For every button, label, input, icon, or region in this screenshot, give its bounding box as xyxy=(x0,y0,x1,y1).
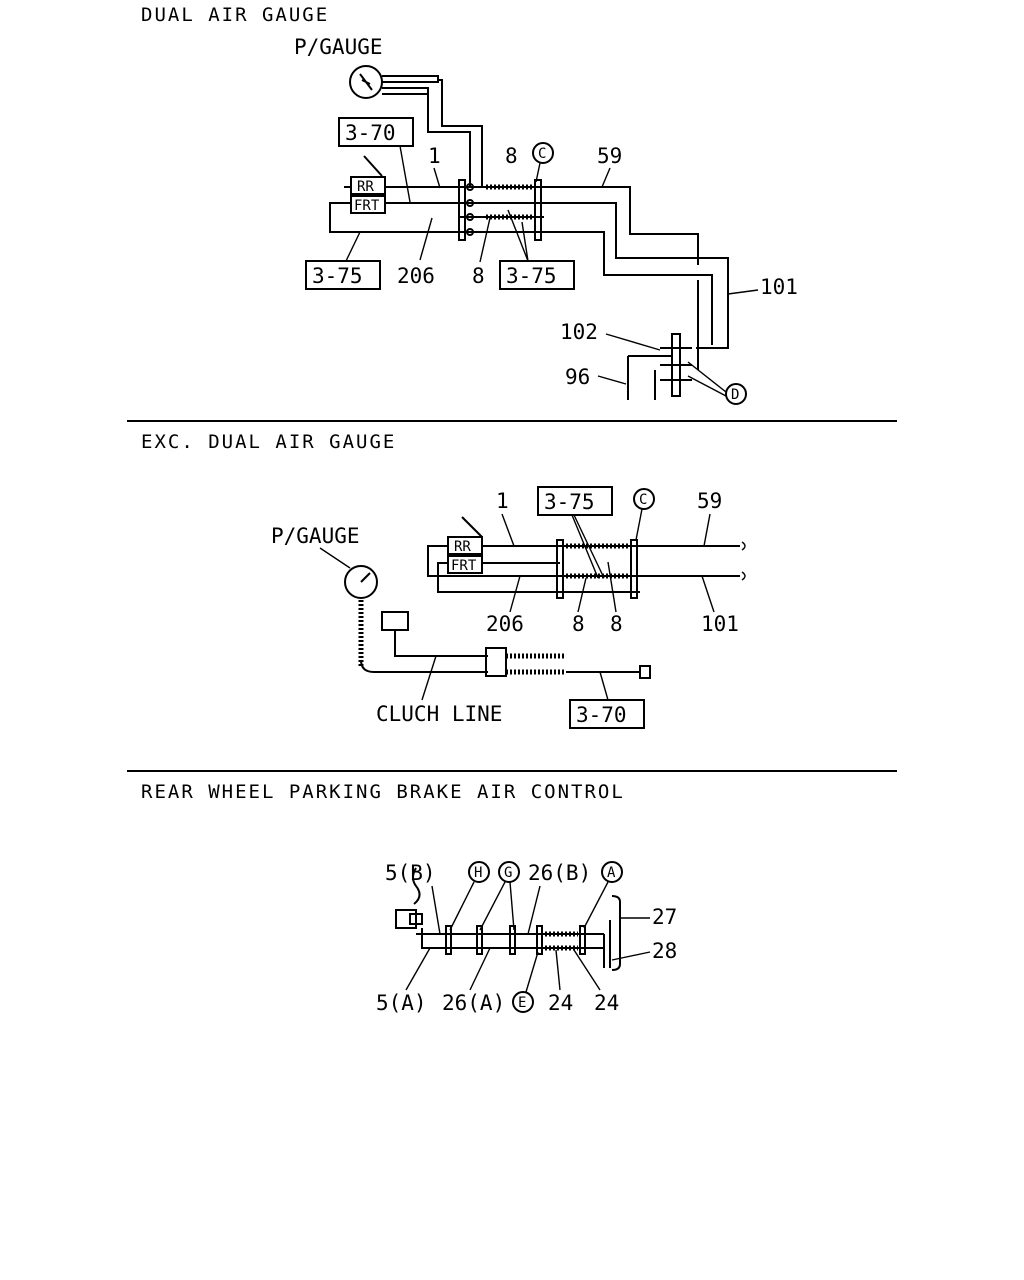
valve-rr xyxy=(350,176,386,195)
gauge-label: P/GAUGE xyxy=(271,524,360,548)
svg-text:3-70: 3-70 xyxy=(576,703,627,727)
svg-text:59: 59 xyxy=(597,144,622,168)
svg-text:E: E xyxy=(518,995,526,1011)
section-exc-dual-air-gauge: EXC. DUAL AIR GAUGE P/GAUGE RR FRT 1 3-7… xyxy=(141,431,746,729)
svg-text:5(A): 5(A) xyxy=(376,991,427,1015)
valve-frt xyxy=(447,555,483,574)
svg-text:8: 8 xyxy=(610,612,623,636)
ref-box-3-70 xyxy=(569,699,645,729)
svg-text:24: 24 xyxy=(594,991,619,1015)
svg-text:8: 8 xyxy=(505,144,518,168)
control-valve xyxy=(395,909,417,929)
ref-box-3-75 xyxy=(537,486,613,516)
svg-text:101: 101 xyxy=(760,275,798,299)
svg-text:3-75: 3-75 xyxy=(506,264,557,288)
clutch-line-label: CLUCH LINE xyxy=(376,702,502,726)
svg-text:26(A): 26(A) xyxy=(442,991,505,1015)
valve-frt xyxy=(350,195,386,214)
svg-text:FRT: FRT xyxy=(451,558,477,574)
svg-text:1: 1 xyxy=(496,489,509,513)
gauge-label: P/GAUGE xyxy=(294,35,383,59)
callout-circle-d xyxy=(725,383,747,405)
svg-text:59: 59 xyxy=(697,489,722,513)
svg-text:206: 206 xyxy=(486,612,524,636)
svg-text:26(B): 26(B) xyxy=(528,861,591,885)
ref-box-3-70 xyxy=(338,117,414,147)
callout-circle-h xyxy=(468,861,490,883)
svg-text:28: 28 xyxy=(652,939,677,963)
section-title: DUAL AIR GAUGE xyxy=(141,4,329,26)
callout-circle-a xyxy=(601,861,623,883)
svg-text:1: 1 xyxy=(428,144,441,168)
svg-text:27: 27 xyxy=(652,905,677,929)
svg-text:102: 102 xyxy=(560,320,598,344)
ref-box-3-75-right xyxy=(499,260,575,290)
svg-text:8: 8 xyxy=(572,612,585,636)
section-title: REAR WHEEL PARKING BRAKE AIR CONTROL xyxy=(141,781,625,803)
callout-circle-c xyxy=(633,488,655,510)
section-title: EXC. DUAL AIR GAUGE xyxy=(141,431,396,453)
svg-text:G: G xyxy=(504,865,512,881)
section-dual-air-gauge: DUAL AIR GAUGE P/GAUGE 3-70 RR FRT xyxy=(141,4,798,405)
svg-text:RR: RR xyxy=(454,539,471,555)
pressure-gauge-icon xyxy=(344,565,378,599)
svg-text:FRT: FRT xyxy=(354,198,380,214)
svg-text:C: C xyxy=(639,492,647,508)
svg-text:A: A xyxy=(607,865,616,881)
svg-text:RR: RR xyxy=(357,179,374,195)
svg-text:5(B): 5(B) xyxy=(385,861,436,885)
svg-text:3-75: 3-75 xyxy=(544,490,595,514)
callout-circle-e xyxy=(512,991,534,1013)
switch-box xyxy=(381,611,409,631)
svg-text:C: C xyxy=(538,146,546,162)
svg-text:24: 24 xyxy=(548,991,573,1015)
svg-text:8: 8 xyxy=(472,264,485,288)
ref-3-70-label: 3-70 xyxy=(345,121,396,145)
svg-text:96: 96 xyxy=(565,365,590,389)
callout-circle-c xyxy=(532,142,554,164)
section-rear-wheel-parking-brake: REAR WHEEL PARKING BRAKE AIR CONTROL 5(B… xyxy=(141,781,677,1015)
svg-text:3-75: 3-75 xyxy=(312,264,363,288)
svg-text:101: 101 xyxy=(701,612,739,636)
svg-text:206: 206 xyxy=(397,264,435,288)
ref-box-3-75-left xyxy=(305,260,381,290)
svg-text:D: D xyxy=(731,387,739,403)
svg-text:H: H xyxy=(474,865,482,881)
callout-circle-g xyxy=(498,861,520,883)
clutch-fitting xyxy=(485,647,507,677)
